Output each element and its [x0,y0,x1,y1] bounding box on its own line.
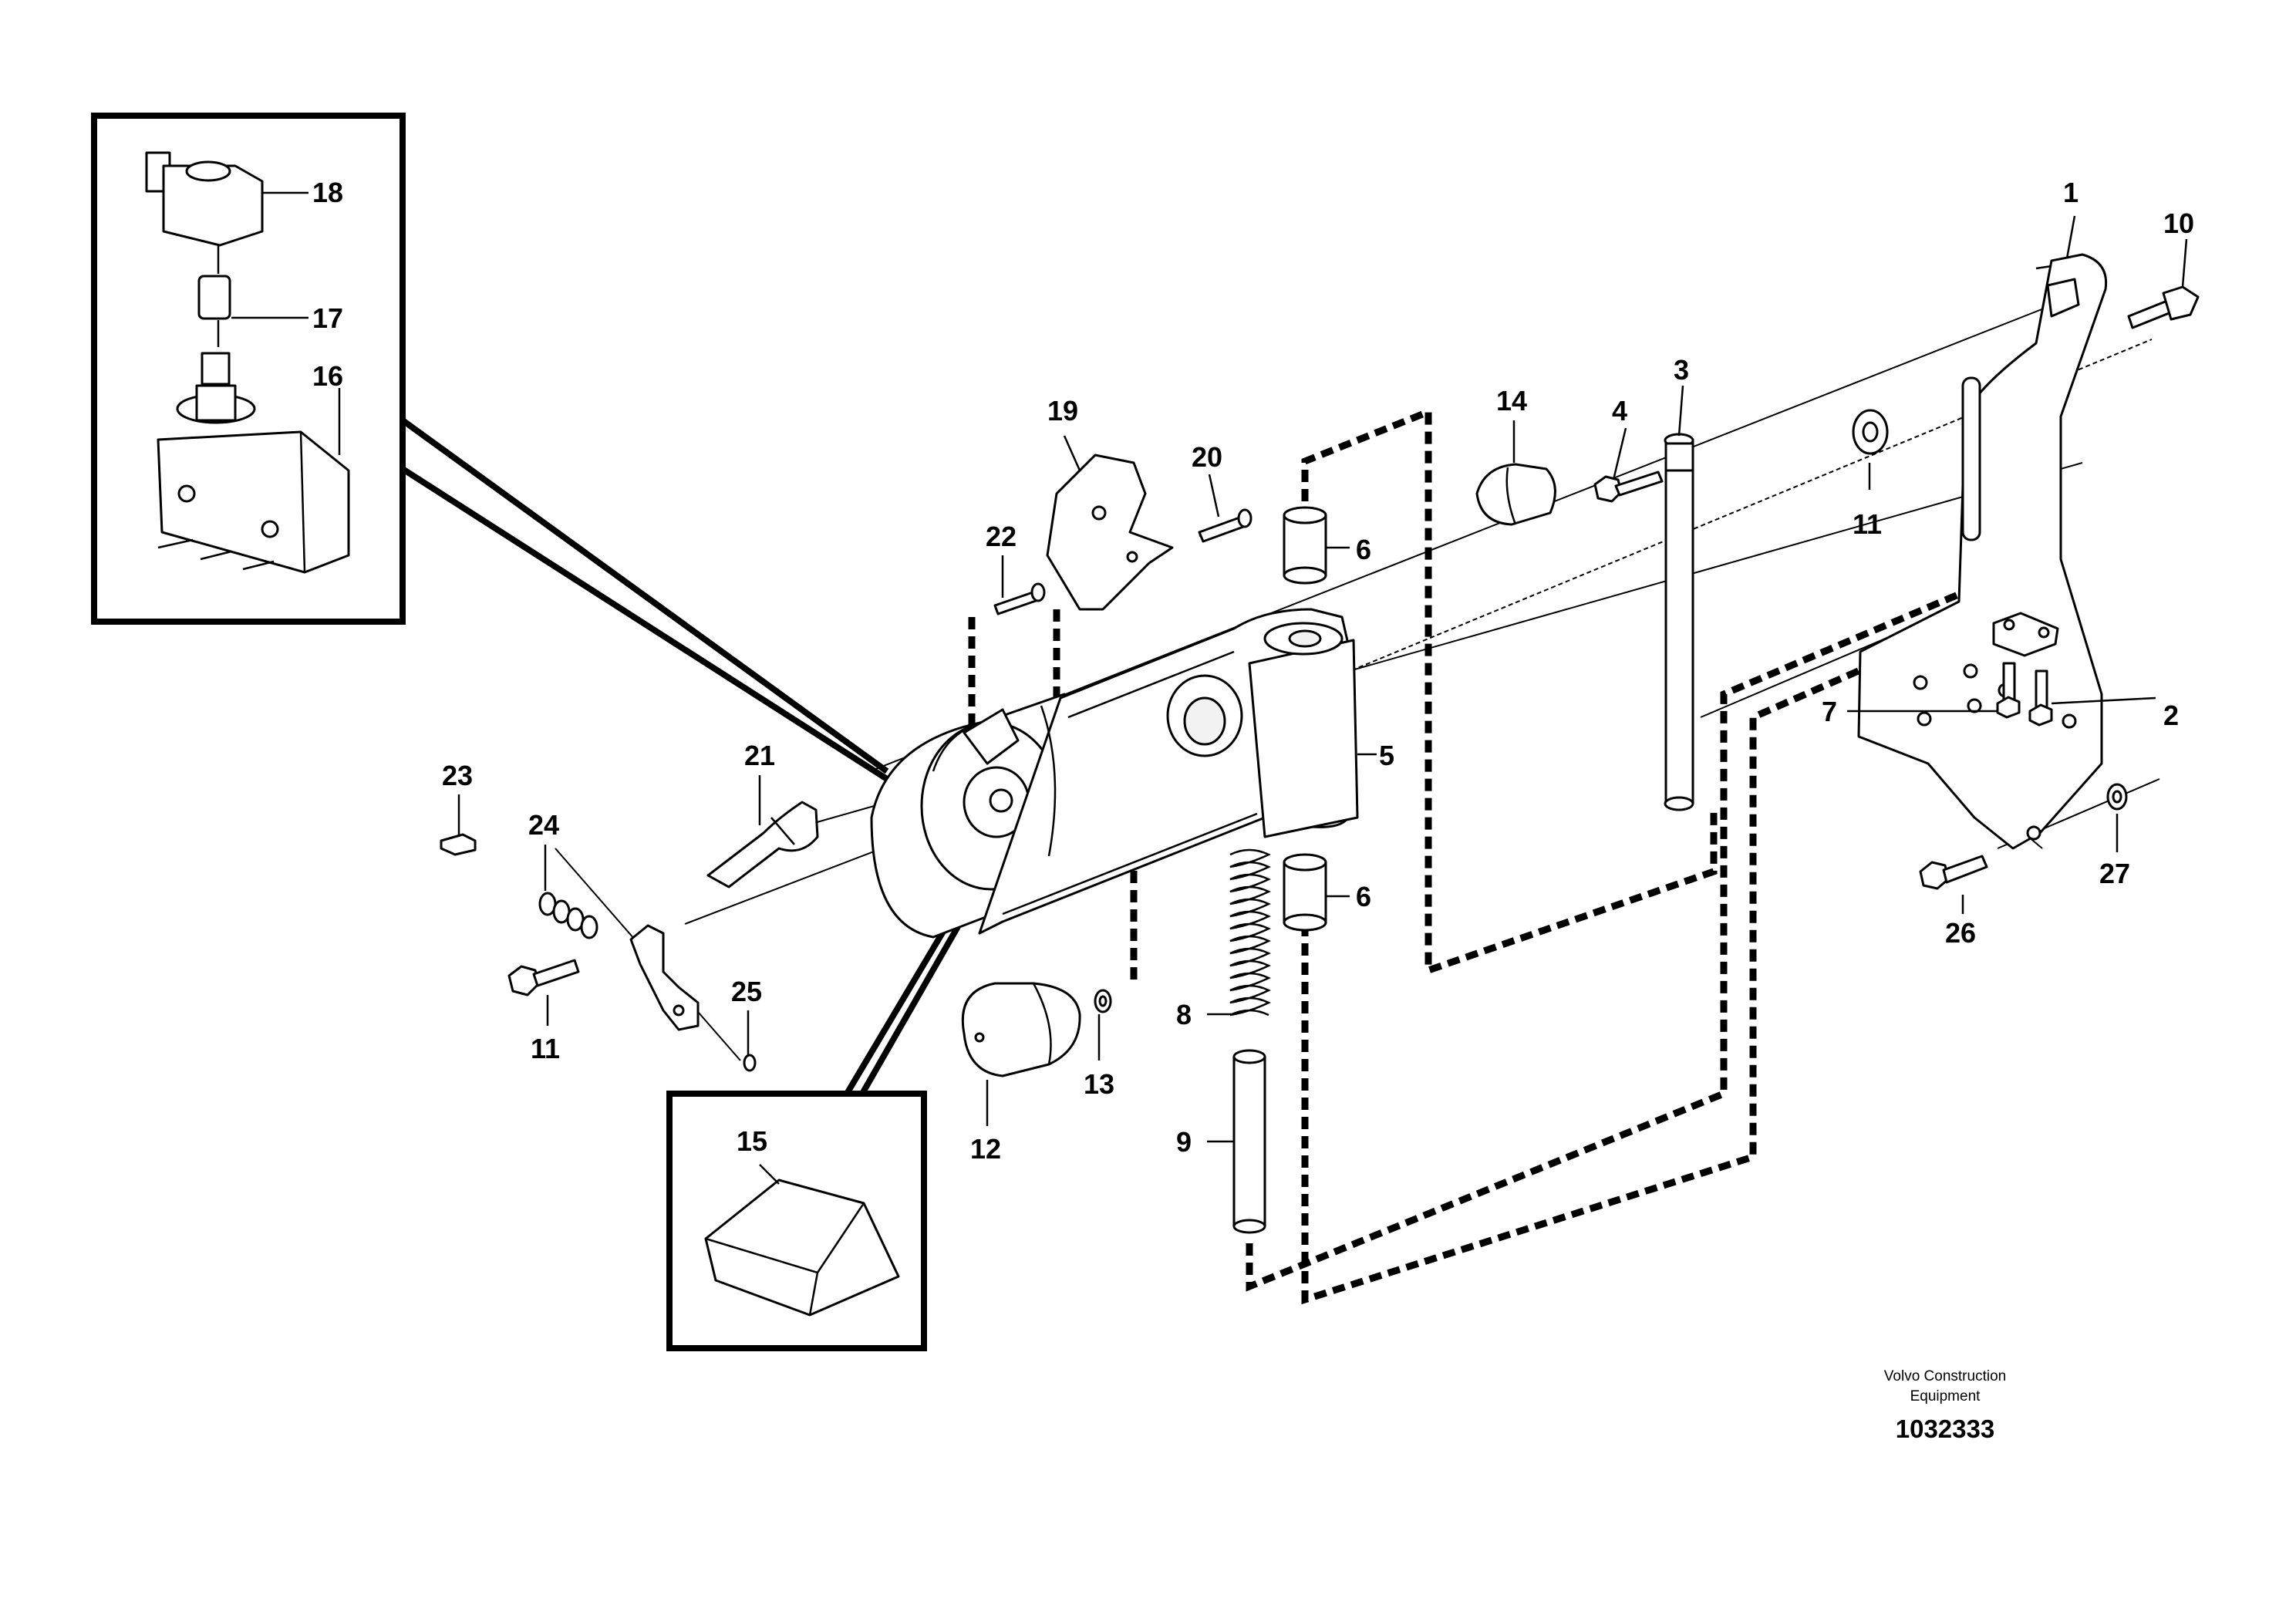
callout-18: 18 [312,177,343,208]
callout-leaders [457,215,2188,1143]
bolt-10 [2127,285,2200,329]
callout-4: 4 [1612,395,1627,427]
bolt-11-left [507,959,580,996]
detail-inset-switch: 18 17 16 [91,113,889,782]
callout-2: 2 [2163,700,2179,731]
callout-labels: 1 2 3 4 5 6 6 7 8 9 10 11 11 12 13 14 19… [442,177,2194,1165]
callout-24: 24 [528,809,559,841]
callout-6a: 6 [1356,534,1371,565]
callout-26: 26 [1945,917,1976,949]
callout-20: 20 [1192,441,1222,473]
screw-22 [993,582,1046,615]
drawing-number: 1032333 [1896,1415,1994,1443]
callout-5: 5 [1379,740,1394,771]
washer-11-right [1852,409,1889,455]
screw-20 [1198,508,1253,543]
detent-group [440,833,757,1072]
end-cap-12 [961,982,1081,1077]
callout-17: 17 [312,302,343,334]
plunger-cap [197,245,231,347]
knob-cap [1475,463,1556,526]
callout-16: 16 [312,360,343,392]
callout-10: 10 [2163,207,2194,239]
callout-23: 23 [442,760,473,791]
callout-15: 15 [737,1125,767,1157]
callout-19: 19 [1047,395,1078,427]
callout-1: 1 [2063,177,2079,208]
company-name-line1: Volvo Construction [1884,1368,2006,1384]
spring-8 [1229,848,1271,1017]
callout-14: 14 [1496,385,1527,416]
bolt-4 [1593,470,1664,503]
callout-11b: 11 [1853,508,1882,540]
mounting-bracket [1857,253,2108,850]
solenoid-coil [145,151,264,247]
bushing-upper [1283,506,1327,585]
company-name-line2: Equipment [1910,1388,1981,1404]
callout-6b: 6 [1356,881,1371,912]
pedal-housing [870,608,1359,939]
callout-27: 27 [2099,858,2130,889]
callout-22: 22 [986,521,1017,552]
callout-12: 12 [970,1133,1001,1165]
washer-27 [2106,783,2128,811]
washer-13 [1094,989,1112,1013]
clamp-plate [1992,612,2059,727]
rod-3 [1664,433,1694,811]
rubber-pad [704,1179,900,1317]
pin-9 [1232,1049,1266,1234]
callout-21: 21 [744,740,775,771]
bushing-lower [1283,853,1327,932]
callout-11a: 11 [531,1033,560,1064]
callout-25: 25 [731,976,762,1007]
micro-switch [157,352,350,574]
bolt-26 [1919,855,1988,890]
callout-13: 13 [1084,1068,1114,1100]
callout-7: 7 [1822,696,1837,727]
lever-clip [706,801,819,889]
callout-3: 3 [1674,354,1689,386]
callout-8: 8 [1176,999,1192,1030]
detail-inset-pad: 15 [666,842,1006,1351]
callout-9: 9 [1176,1126,1192,1158]
drawing-footer: Volvo Construction Equipment 1032333 [1884,1368,2006,1443]
cover-plate [1046,454,1174,611]
